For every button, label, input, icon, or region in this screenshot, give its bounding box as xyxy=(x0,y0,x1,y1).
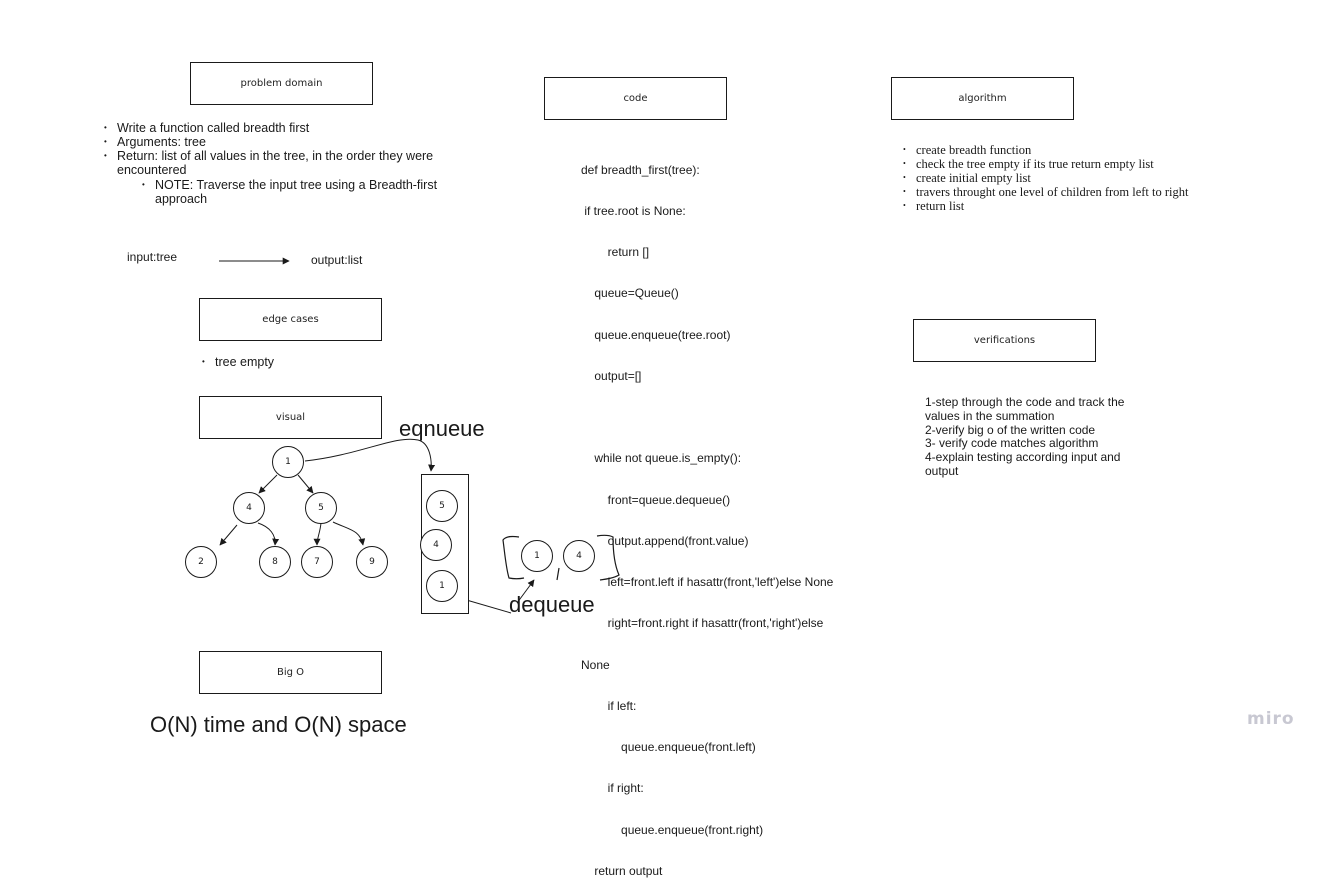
queue-node xyxy=(426,490,458,522)
tree-edge xyxy=(297,474,314,494)
tree-node-label: 5 xyxy=(318,503,324,513)
algorithm-title: algorithm xyxy=(958,93,1007,104)
code-title: code xyxy=(623,93,648,104)
tree-node-label: 8 xyxy=(272,557,278,567)
code-line: queue.enqueue(tree.root) xyxy=(581,327,731,342)
tree-node xyxy=(272,446,304,478)
big-o-text: O(N) time and O(N) space xyxy=(150,712,407,737)
tree-node-label: 7 xyxy=(314,557,320,567)
tree-node xyxy=(233,492,265,524)
tree-edge xyxy=(257,522,280,546)
left-bracket xyxy=(502,535,525,580)
tree-node-label: 1 xyxy=(285,457,291,467)
code-line: output=[] xyxy=(581,368,642,383)
code-line: while not queue.is_empty(): xyxy=(581,451,742,466)
tree-node-label: 2 xyxy=(198,557,204,567)
enqueue-arrow xyxy=(304,438,436,472)
list-item: travers throught one level of children f… xyxy=(903,185,1213,199)
visual-box[interactable]: visual xyxy=(199,396,382,439)
problem-domain-list: Write a function called breadth first Ar… xyxy=(104,121,449,177)
verifications-title: verifications xyxy=(973,335,1036,346)
code-line: def breadth_first(tree): xyxy=(581,162,700,177)
problem-domain-title: problem domain xyxy=(240,78,323,89)
verification-item: 2-verify big o of the written code xyxy=(925,422,1096,437)
code-line: left=front.left if hasattr(front,'left')… xyxy=(581,575,834,589)
list-item: check the tree empty if its true return … xyxy=(903,157,1213,171)
algorithm-box[interactable]: algorithm xyxy=(891,77,1074,120)
tree-node-label: 4 xyxy=(246,503,252,513)
verification-item: 3- verify code matches algorithm xyxy=(925,436,1099,451)
list-item: create initial empty list xyxy=(903,171,1213,185)
dequeue-line xyxy=(462,598,512,614)
code-box[interactable]: code xyxy=(544,77,727,120)
code-line: output.append(front.value) xyxy=(581,533,749,548)
list-item: Write a function called breadth first xyxy=(104,121,449,135)
code-line: queue=Queue() xyxy=(581,286,679,301)
verifications-text: 1-step through the code and track the va… xyxy=(925,395,1125,479)
tree-node xyxy=(259,546,291,578)
tree-node xyxy=(301,546,333,578)
tree-edge xyxy=(332,521,366,546)
code-line: if tree.root is None: xyxy=(581,203,686,218)
dequeue-label: dequeue xyxy=(509,592,595,617)
edge-cases-box[interactable]: edge cases xyxy=(199,298,382,341)
tree-edge xyxy=(219,524,238,546)
right-bracket xyxy=(596,534,620,581)
queue-node-label: 5 xyxy=(439,501,445,511)
list-item: Return: list of all values in the tree, … xyxy=(104,149,449,177)
output-label: output:list xyxy=(311,253,363,267)
verifications-box[interactable]: verifications xyxy=(913,319,1096,362)
tree-edge xyxy=(313,522,322,546)
code-line: queue.enqueue(front.right) xyxy=(581,822,764,837)
code-line: queue.enqueue(front.left) xyxy=(581,740,756,754)
enqueue-label: eqnueue xyxy=(399,416,485,441)
code-line: None xyxy=(581,657,610,672)
edge-cases-list: tree empty xyxy=(202,355,372,369)
tree-node xyxy=(356,546,388,578)
output-node xyxy=(521,540,553,572)
tree-node xyxy=(185,546,217,578)
queue-node-label: 1 xyxy=(439,581,445,591)
tree-node xyxy=(305,492,337,524)
problem-domain-sublist: NOTE: Traverse the input tree using a Br… xyxy=(142,178,452,206)
output-node xyxy=(563,540,595,572)
verification-item: 4-explain testing according input and ou… xyxy=(925,450,1121,478)
dequeue-arrow xyxy=(516,579,535,604)
verification-item: 1-step through the code and track the va… xyxy=(925,395,1125,423)
code-line: return output xyxy=(581,863,663,878)
code-line: if left: xyxy=(581,698,637,713)
big-o-box[interactable]: Big O xyxy=(199,651,382,694)
visual-title: visual xyxy=(275,412,306,423)
code-line: right=front.right if hasattr(front,'righ… xyxy=(581,616,824,631)
miro-logo: miro xyxy=(1247,709,1295,729)
algorithm-list: create breadth function check the tree e… xyxy=(903,143,1213,213)
edge-cases-title: edge cases xyxy=(262,314,319,325)
big-o-title: Big O xyxy=(276,667,305,678)
problem-domain-box[interactable]: problem domain xyxy=(190,62,373,105)
queue-node xyxy=(420,529,452,561)
tree-edge xyxy=(258,474,278,494)
list-item: Arguments: tree xyxy=(104,135,449,149)
code-line: front=queue.dequeue() xyxy=(581,492,731,507)
input-label: input:tree xyxy=(127,250,178,264)
list-item: return list xyxy=(903,199,1213,213)
output-node-label: 1 xyxy=(534,551,540,561)
code-line: return [] xyxy=(581,245,650,259)
output-node-label: 4 xyxy=(576,551,582,561)
diagram-canvas: 1 4 5 2 8 7 9 5 4 1 1 4 xyxy=(185,257,620,614)
list-item: create breadth function xyxy=(903,143,1213,157)
list-item-note: NOTE: Traverse the input tree using a Br… xyxy=(142,178,452,206)
queue-node xyxy=(426,570,458,602)
list-separator xyxy=(556,567,560,581)
queue-node-label: 4 xyxy=(433,540,439,550)
list-item: tree empty xyxy=(202,355,372,369)
code-line: if right: xyxy=(581,781,644,796)
tree-node-label: 9 xyxy=(369,557,375,567)
